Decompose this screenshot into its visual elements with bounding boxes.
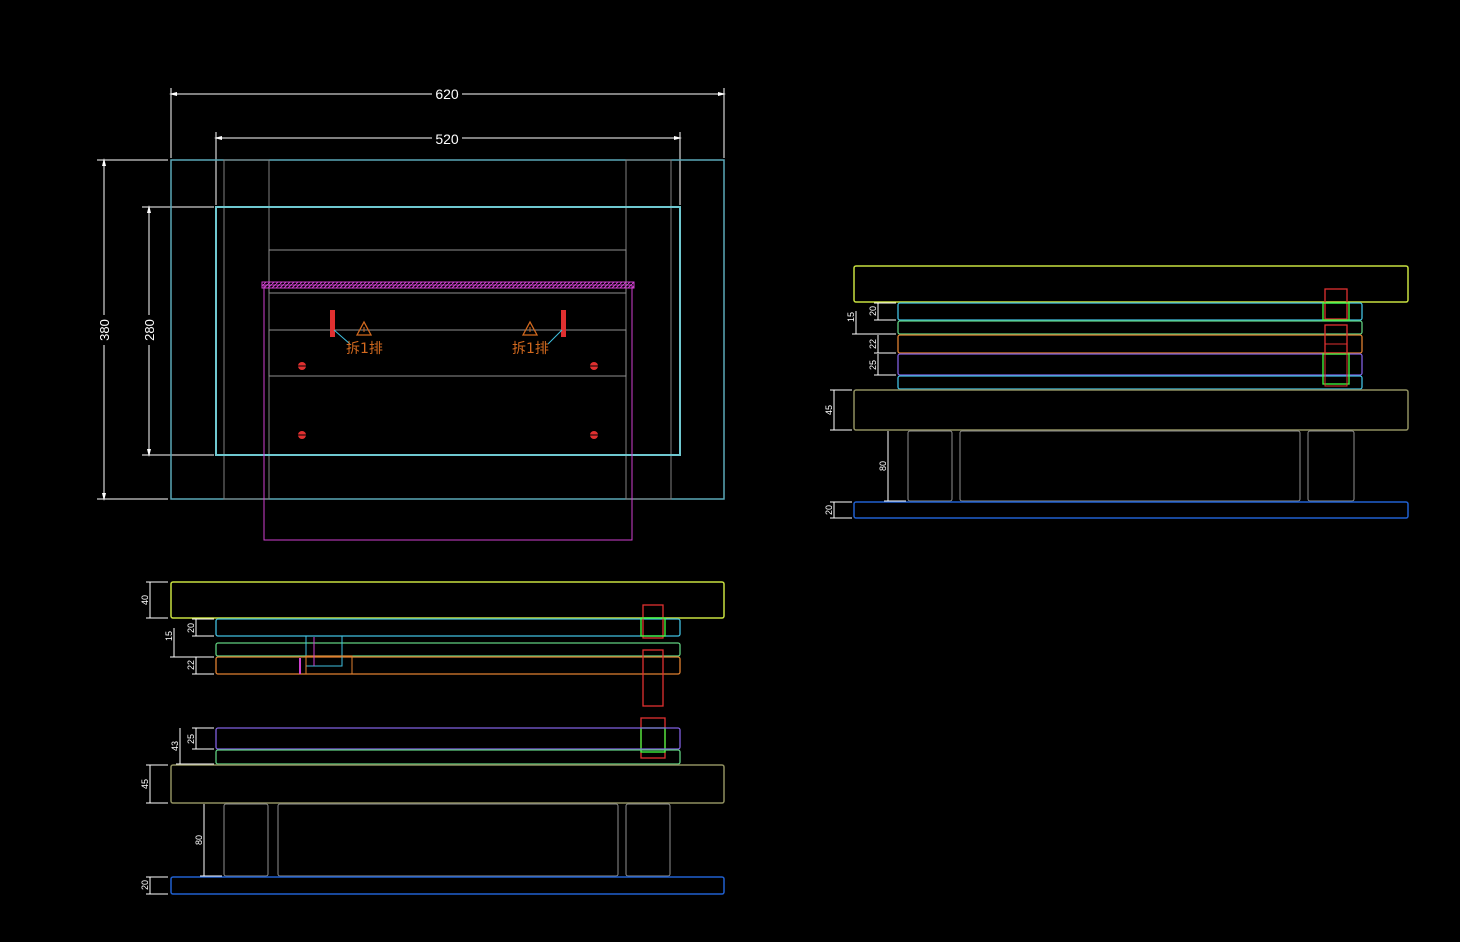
front-view: 40 20 15 22 25 43 45 80 20 (140, 581, 725, 895)
side-dim-45: 45 (824, 405, 834, 415)
top-red-pin-left (330, 310, 335, 337)
front-plate-green-lower (215, 749, 681, 765)
dimension-width-inner: 520 (214, 130, 682, 205)
screw-hole-icon (298, 362, 306, 370)
screw-hole-icon (590, 362, 598, 370)
screw-hole-icon (298, 431, 306, 439)
side-view: 15 20 22 25 45 80 20 (824, 265, 1409, 519)
side-dim-20: 20 (868, 306, 878, 316)
top-right-pillar (625, 159, 672, 500)
front-dim-40: 40 (140, 595, 150, 605)
screw-hole-icon (590, 431, 598, 439)
side-plate-cyan-lower (897, 375, 1363, 390)
top-red-pin-right (561, 310, 566, 337)
dim-label-520: 520 (435, 131, 459, 147)
dimension-height-inner: 280 (141, 205, 214, 457)
front-plate-green (215, 642, 681, 657)
side-plate-green (897, 320, 1363, 335)
front-dim-20b: 20 (140, 880, 150, 890)
warning-triangle-icon (355, 320, 373, 336)
side-dim-80: 80 (878, 461, 888, 471)
front-dim-45: 45 (140, 779, 150, 789)
side-dim-20b: 20 (824, 505, 834, 515)
dim-label-620: 620 (435, 86, 459, 102)
top-view: 620 520 380 280 (96, 86, 726, 541)
note-label-right: 拆1排 (512, 341, 549, 357)
side-dim-22: 22 (868, 339, 878, 349)
top-gray-strip-1 (268, 249, 627, 294)
top-gray-strip-2 (268, 329, 627, 377)
front-top-plate (170, 581, 725, 619)
top-inner-plate (215, 206, 681, 456)
side-dim-15: 15 (846, 312, 856, 322)
front-bottom-plate (170, 876, 725, 895)
front-dim-15: 15 (164, 631, 174, 641)
front-dim-22: 22 (186, 660, 196, 670)
top-magenta-hatch (261, 281, 635, 289)
side-bottom-plate (853, 501, 1409, 519)
side-top-plate (853, 265, 1409, 303)
side-base-plate (853, 389, 1409, 431)
top-left-pillar (223, 159, 270, 500)
dim-label-380: 380 (97, 319, 112, 341)
top-magenta-part (263, 284, 633, 541)
front-plate-cyan (215, 618, 681, 637)
dim-label-280: 280 (142, 319, 157, 341)
top-outer-plate (170, 159, 725, 500)
front-dim-80: 80 (194, 835, 204, 845)
side-dim-25: 25 (868, 360, 878, 370)
dimension-width-outer: 620 (169, 86, 726, 158)
front-plate-purple (215, 727, 681, 750)
dimension-height-outer: 380 (96, 158, 168, 501)
front-dim-20: 20 (186, 623, 196, 633)
front-dim-43: 43 (170, 741, 180, 751)
side-plate-purple (897, 353, 1363, 376)
side-plate-cyan (897, 302, 1363, 321)
warning-triangle-icon (521, 320, 539, 336)
note-label-left: 拆1排 (346, 341, 383, 357)
front-plate-orange (215, 656, 681, 675)
front-base-plate (170, 764, 725, 804)
side-plate-orange (897, 334, 1363, 354)
front-dim-25: 25 (186, 734, 196, 744)
